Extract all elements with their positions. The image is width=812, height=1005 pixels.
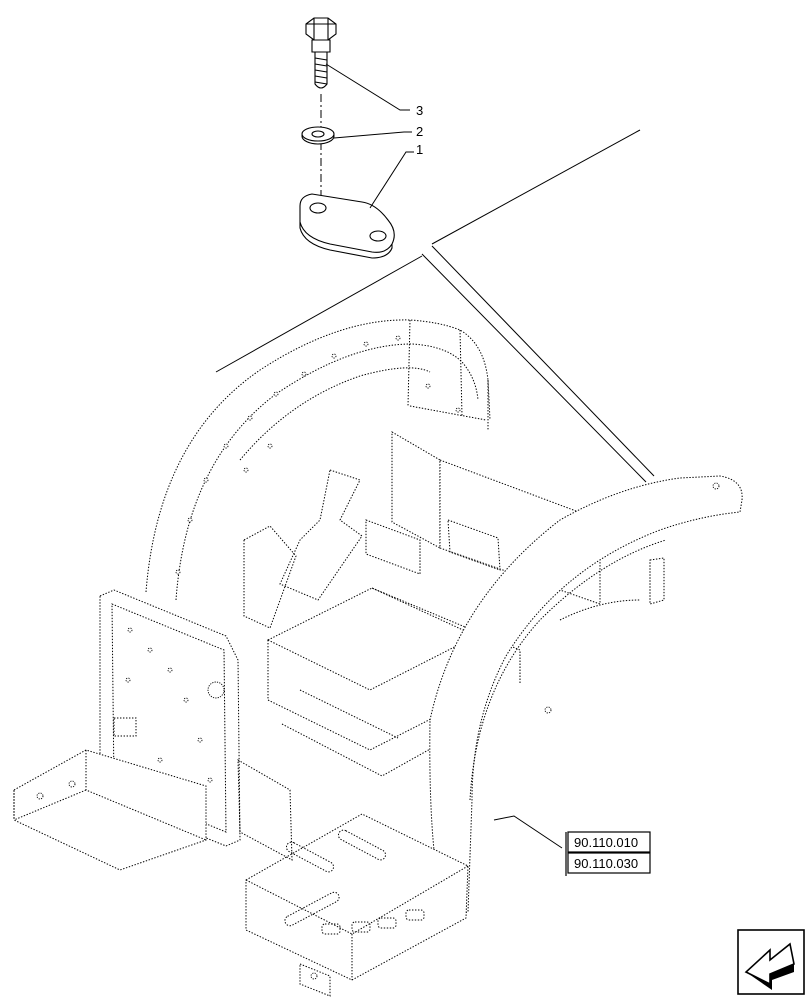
reference-label-top[interactable]: 90.110.010 [574, 835, 638, 850]
tractor-frame-assembly [13, 319, 743, 997]
reference-group: 90.110.010 90.110.030 [565, 831, 651, 876]
detail-boundary-top [431, 129, 641, 245]
detail-pointer-b [431, 245, 655, 477]
callout-1: 1 [416, 142, 423, 157]
callout-2: 2 [416, 124, 423, 139]
arrow-icon[interactable] [737, 929, 805, 995]
fender-rivets [175, 335, 461, 575]
cover-plate [299, 193, 395, 259]
detail-boundary-left [215, 255, 423, 373]
washer [301, 126, 335, 145]
reference-label-bottom[interactable]: 90.110.030 [574, 856, 638, 871]
plate-holes [125, 627, 213, 783]
leader-1 [369, 151, 414, 209]
leader-3 [325, 63, 410, 111]
bolt [305, 17, 337, 89]
detail-pointer-a [421, 253, 647, 483]
reference-leader [493, 815, 563, 849]
reference-box-top [567, 831, 651, 853]
reference-box-bottom [567, 852, 651, 874]
callout-3: 3 [416, 103, 423, 118]
leader-2 [333, 131, 412, 139]
floor-slots [284, 829, 425, 935]
